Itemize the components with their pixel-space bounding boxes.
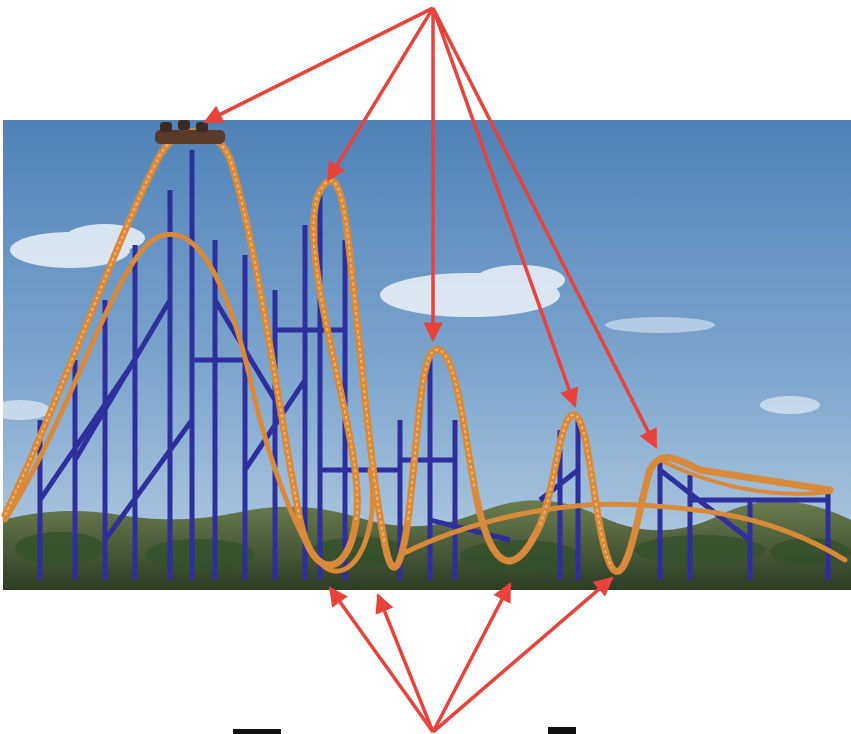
- photo: [0, 120, 851, 590]
- arrow-to-trough-4: [431, 576, 614, 734]
- arrow-to-trough-2: [375, 593, 435, 733]
- arrow-to-crest-1: [203, 6, 434, 124]
- trough-arrows: [328, 576, 614, 734]
- support-structure: [37, 150, 831, 580]
- arrow-to-crest-4: [431, 7, 579, 408]
- crest-arrows: [203, 6, 658, 449]
- coaster-train: [155, 120, 225, 144]
- arrow-to-crest-2: [326, 7, 435, 182]
- arrow-to-trough-1: [328, 586, 435, 734]
- bottom-edge-marks: [233, 727, 576, 734]
- arrow-to-trough-3: [431, 582, 512, 733]
- arrow-to-crest-5: [431, 7, 658, 449]
